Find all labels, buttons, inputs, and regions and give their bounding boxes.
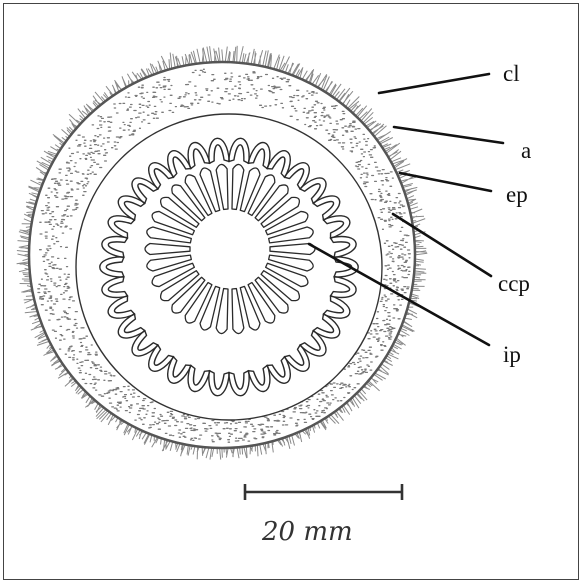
outer-canal: [300, 178, 326, 204]
outer-canal: [209, 371, 229, 396]
label-ip: ip: [503, 342, 521, 367]
scale-bar-label: 20 mm: [261, 517, 353, 547]
label-a: a: [521, 138, 531, 163]
outer-canal: [108, 216, 135, 239]
outer-canal: [108, 296, 135, 319]
leader-line-cl: [379, 74, 489, 93]
inner-petal: [147, 227, 192, 243]
inner-petal: [145, 244, 190, 255]
outer-canal: [149, 163, 174, 189]
label-ccp: ccp: [498, 271, 530, 296]
outer-canal: [300, 330, 326, 356]
inner-petal: [269, 227, 314, 243]
stipple-dots: [38, 69, 411, 442]
outer-canal: [102, 276, 128, 297]
outer-canal: [229, 371, 249, 396]
outer-canal: [209, 138, 229, 163]
outer-canal: [132, 178, 158, 204]
inner-petal: [269, 255, 314, 271]
stippled-layer: [38, 69, 411, 442]
leader-line-a: [394, 127, 503, 143]
outer-canal: [188, 143, 210, 169]
outer-canal: [284, 345, 309, 371]
outer-canal: [229, 138, 249, 163]
outer-canal: [102, 237, 128, 258]
inner-petal-ring: [145, 164, 315, 333]
inner-petal: [147, 255, 192, 271]
outer-canal: [149, 345, 174, 371]
outer-canal: [330, 276, 356, 297]
outer-canal: [248, 365, 270, 391]
outer-canal-ring: [100, 138, 358, 395]
outer-canal: [323, 216, 350, 239]
cilia-strokes: [17, 46, 428, 460]
outer-canal: [248, 143, 270, 169]
outer-canal: [188, 365, 210, 391]
label-ep: ep: [506, 182, 528, 207]
outer-canal: [323, 296, 350, 319]
outer-canal: [100, 257, 124, 277]
outer-canal: [284, 163, 309, 189]
outer-canal: [132, 330, 158, 356]
outer-canal: [330, 237, 356, 258]
outer-boundary: [29, 62, 415, 448]
inner-petal: [270, 244, 315, 255]
label-cl: cl: [503, 61, 520, 86]
cilia-fringe: [17, 46, 428, 460]
